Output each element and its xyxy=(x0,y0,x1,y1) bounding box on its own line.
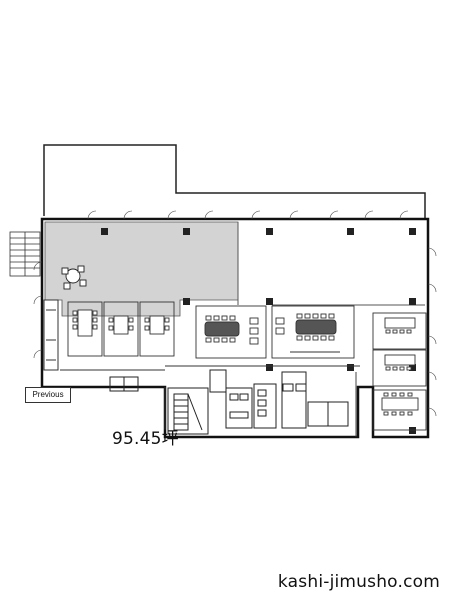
right-meeting-room xyxy=(271,305,355,359)
previous-button[interactable]: Previous xyxy=(25,387,71,403)
right-stacked-rooms xyxy=(372,312,427,431)
corridor-lines xyxy=(60,365,360,437)
door-swings xyxy=(33,210,437,417)
building-core xyxy=(109,369,349,435)
exterior-stairs xyxy=(9,231,41,277)
site-url-label: kashi-jimusho.com xyxy=(277,572,440,592)
columns xyxy=(101,228,416,434)
terrace-outline xyxy=(43,144,426,219)
central-meeting-room xyxy=(195,305,267,359)
left-corridor xyxy=(43,299,59,371)
meeting-room-cluster-left xyxy=(67,301,175,357)
lounge-seating xyxy=(61,265,87,290)
floor-area-label: 95.45坪 xyxy=(112,429,179,449)
floor-plan xyxy=(9,144,437,439)
